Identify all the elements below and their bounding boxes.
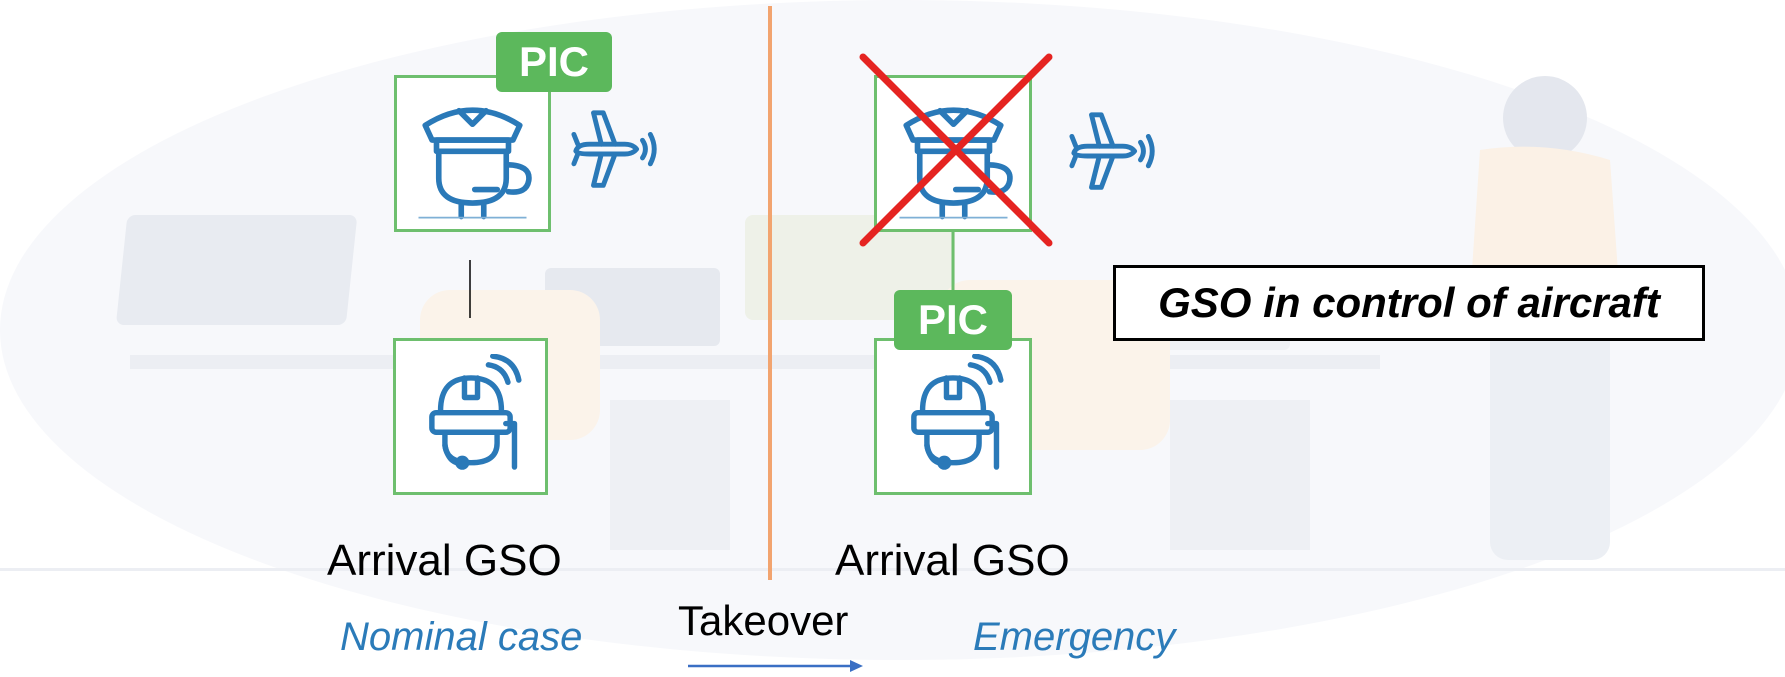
emergency-case-label: Emergency (973, 615, 1176, 659)
gso-control-callout: GSO in control of aircraft (1113, 265, 1705, 341)
pic-tag-emergency: PIC (894, 290, 1012, 350)
takeover-label: Takeover (678, 597, 849, 644)
cross-mark-icon (859, 53, 1053, 247)
operator-headset-icon (911, 354, 1004, 470)
nominal-case-label: Nominal case (340, 615, 583, 659)
aircraft-signal-icon-emergency (1069, 112, 1155, 190)
operator-card-nominal (393, 338, 548, 495)
pilot-card-nominal (394, 75, 551, 232)
connector-line-emergency (951, 232, 955, 292)
aircraft-signal-icon-nominal (571, 110, 657, 188)
arrival-gso-caption-nominal: Arrival GSO (327, 536, 562, 585)
operator-card-emergency (874, 338, 1032, 495)
pilot-icon (418, 107, 532, 220)
scenario-divider (768, 6, 772, 580)
connector-line-nominal (469, 260, 471, 318)
operator-headset-icon (428, 354, 522, 470)
takeover-arrow (688, 660, 863, 672)
arrival-gso-caption-emergency: Arrival GSO (835, 536, 1070, 585)
pic-tag-nominal: PIC (496, 32, 612, 92)
